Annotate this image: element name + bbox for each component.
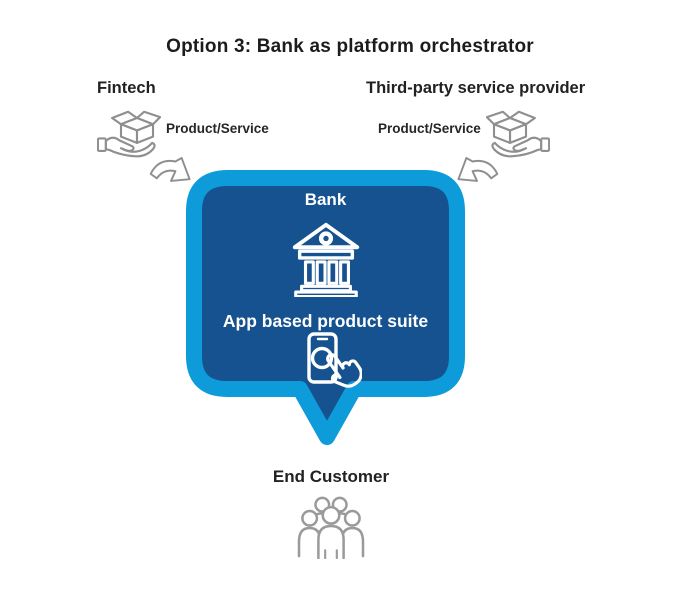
- bank-building-icon: [286, 217, 366, 297]
- speech-bubble-shape: [170, 158, 490, 458]
- fintech-label: Fintech: [97, 79, 156, 97]
- hand-gift-box-icon: [486, 105, 550, 163]
- bank-title: Bank: [304, 190, 347, 209]
- end-customer-label: End Customer: [272, 467, 390, 486]
- bank-subtitle: App based product suite: [222, 311, 429, 331]
- curved-arrow-right-icon: [454, 155, 500, 191]
- curved-arrow-left-icon: [148, 155, 194, 191]
- people-group-icon: [296, 495, 366, 559]
- hand-gift-box-icon: [97, 105, 161, 163]
- right-flow-label: Product/Service: [378, 121, 481, 136]
- third-party-label: Third-party service provider: [366, 79, 586, 97]
- phone-tap-icon: [306, 332, 362, 394]
- left-flow-label: Product/Service: [166, 121, 269, 136]
- page-title: Option 3: Bank as platform orchestrator: [166, 36, 534, 57]
